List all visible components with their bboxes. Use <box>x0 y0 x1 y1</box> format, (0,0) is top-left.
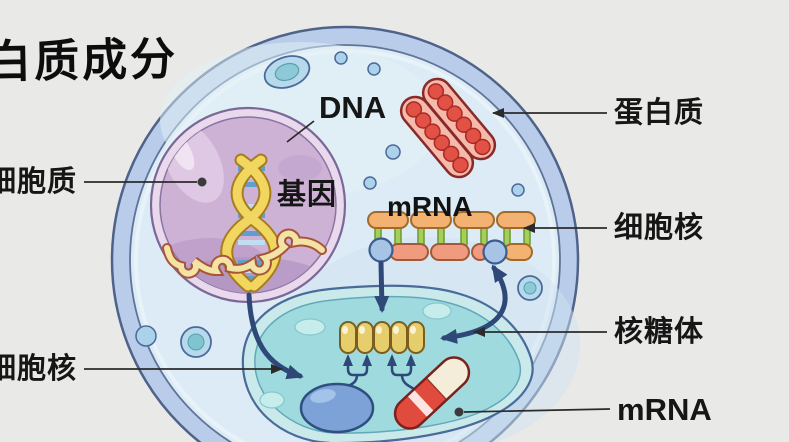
label-protein: 蛋白质 <box>614 97 705 129</box>
arrow-mrna-to-ribosome <box>374 260 390 313</box>
arrow-ribosome-mrna-curve <box>440 264 508 344</box>
label-mrna-right: mRNA <box>617 392 712 427</box>
label-cytoplasm: 细胞质 <box>0 166 78 198</box>
leader-lines <box>84 108 611 413</box>
label-nucleus-left: 细胞核 <box>0 353 78 385</box>
label-nucleus-right: 细胞核 <box>614 212 705 244</box>
chromatin-squiggle <box>162 228 327 279</box>
ribosome-beads <box>339 321 425 354</box>
nucleoid-oval <box>299 382 375 434</box>
vesicles <box>135 51 543 358</box>
leader-dna <box>286 120 315 143</box>
vesicle <box>334 51 348 65</box>
mrna-strand <box>367 211 536 265</box>
protein-chain <box>399 95 475 179</box>
process-arrows <box>246 260 508 380</box>
leader-dot-cytoplasm <box>197 177 207 187</box>
vesicle <box>135 325 157 347</box>
leader-mrna-right <box>463 408 611 413</box>
vesicle <box>511 183 525 197</box>
ribosome-pin-right <box>482 239 508 265</box>
vesicle <box>367 62 381 76</box>
mrna-top-rail <box>367 211 536 229</box>
label-ribosome: 核糖体 <box>614 316 705 348</box>
pill-capsule <box>393 356 471 430</box>
er-region <box>241 284 534 442</box>
label-mrna-center: mRNA <box>387 191 473 222</box>
label-gene: 基因 <box>277 179 338 211</box>
vesicle <box>363 176 377 190</box>
mrna-bottom-rail <box>389 243 533 261</box>
vesicle <box>263 55 311 89</box>
ribosome-pin-left <box>368 237 394 263</box>
vesicle <box>180 326 212 358</box>
label-dna: DNA <box>319 90 387 125</box>
leader-dot-mrna <box>454 407 464 417</box>
vesicle <box>517 275 543 301</box>
page-title: 白质成分 <box>0 33 179 88</box>
vesicle <box>385 144 401 160</box>
arrow-nucleus-to-er <box>246 292 304 380</box>
protein-chain <box>421 77 497 161</box>
